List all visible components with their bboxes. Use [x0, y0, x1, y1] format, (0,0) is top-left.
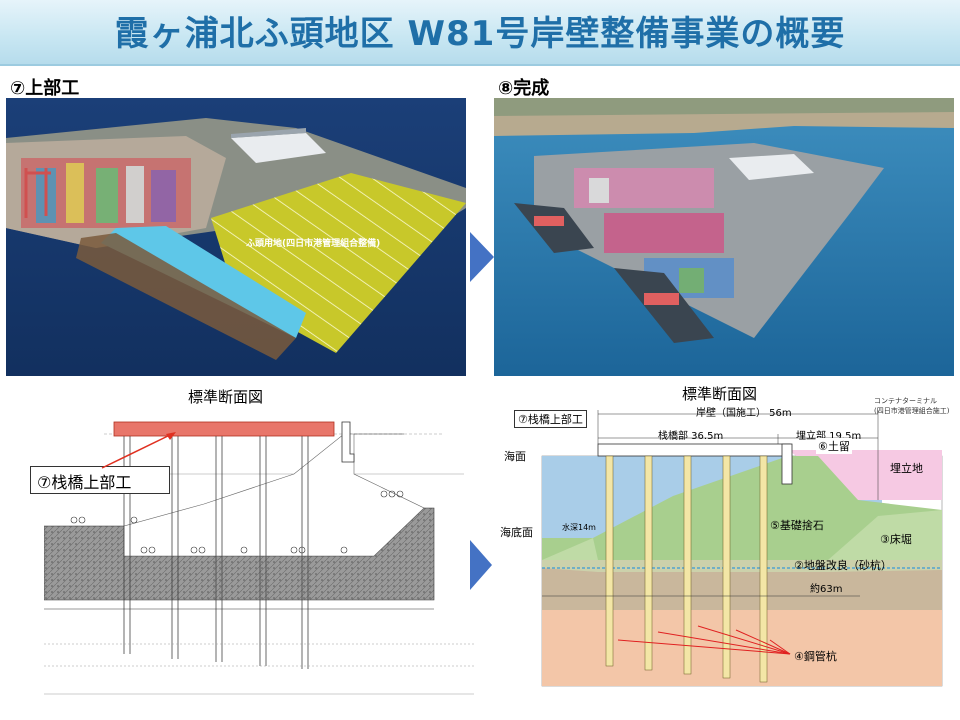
right-cross-section: ⑦栈橋上部工 岸壁（国施工） 56m 栈橋部 36.5m 埋立部 19.5m コ…	[498, 397, 949, 690]
earth-retaining-label: ⑥土留	[816, 438, 852, 454]
title-bar	[0, 0, 960, 66]
ground-improvement-label: ②地盤改良（砂杭）	[794, 559, 892, 572]
terminal-note-2: (四日市港管理組合施工)	[874, 407, 950, 415]
arrow-right-icon-2	[470, 540, 492, 594]
steel-piles-label: ④鋼管杭	[794, 650, 837, 663]
sea-bottom-label: 海底面	[500, 526, 533, 539]
left-cross-section	[43, 404, 478, 696]
bed-excavation-label: ③床堀	[880, 533, 912, 546]
land-annotation: ふ頭用地(四日市港管理組合整備)	[246, 239, 381, 249]
dim-pier: 栈橋部 36.5m	[658, 431, 724, 442]
foundation-stone-label: ⑤基礎捨石	[770, 519, 824, 532]
left-section-title: 標準断面図	[188, 388, 264, 406]
width-label: 約63m	[810, 584, 843, 595]
terminal-note: コンテナターミナル	[874, 397, 937, 405]
depth-label: 水深14m	[562, 523, 596, 532]
right-aerial-image	[494, 98, 954, 376]
dim-fill: 埋立部 19.5m	[796, 431, 862, 442]
left-step-label: ⑦上部工	[10, 78, 80, 99]
left-aerial-image: ふ頭用地(四日市港管理組合整備)	[6, 98, 466, 376]
dim-total: 岸壁（国施工） 56m	[696, 408, 792, 419]
right-step-label: ⑧完成	[498, 78, 550, 99]
right-section-title: 標準断面図	[682, 385, 758, 403]
right-callout-box: ⑦栈橋上部工	[514, 410, 587, 428]
sea-surface-label: 海面	[504, 450, 526, 463]
reclaimed-land-label: 埋立地	[890, 462, 923, 475]
left-callout-arrow	[101, 432, 176, 469]
left-callout-box: ⑦栈橋上部工	[30, 466, 170, 494]
page-title: 霞ヶ浦北ふ頭地区 W81号岸壁整備事業の概要	[114, 14, 846, 54]
arrow-right-icon	[470, 232, 494, 286]
left-callout-label: ⑦栈橋上部工	[37, 473, 132, 492]
